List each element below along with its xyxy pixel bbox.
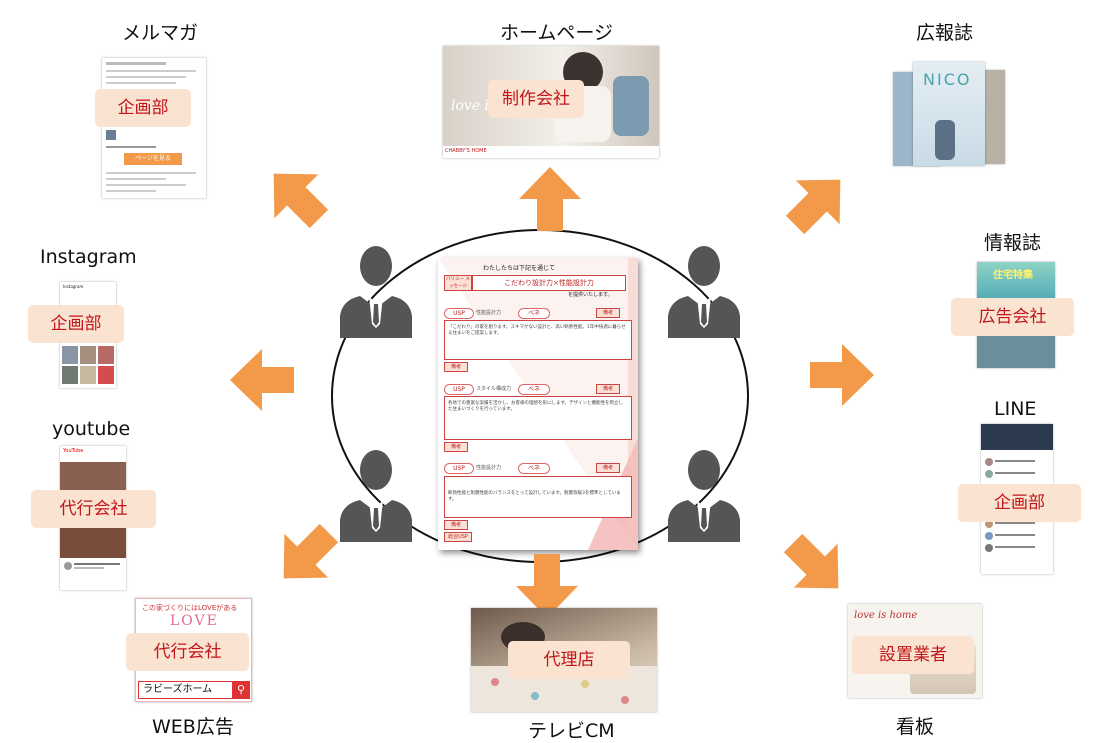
arrow-down-left-icon	[283, 523, 339, 579]
youtube-logo: YouTube	[63, 448, 84, 454]
section-body: 「こだわり」の家を創ります。スキマがない設計と、高い断熱性能。1年中快適に暮らせ…	[448, 325, 626, 336]
kohoshi-title: 広報誌	[916, 22, 974, 44]
usp-tag: USP	[444, 384, 474, 395]
section-box: 「こだわり」の家を創ります。スキマがない設計と、高い断熱性能。1年中快適に暮らせ…	[444, 320, 632, 360]
homepage-footer-logo: CHABBY'S HOME	[445, 148, 487, 154]
bene-tag: ベネ	[518, 463, 550, 474]
homepage-title: ホームページ	[500, 22, 614, 44]
tvcm-badge: 代理店	[508, 641, 630, 679]
mailmag-badge: 企画部	[95, 89, 191, 127]
webad-tagline: この家づくりにはLOVEがある	[142, 604, 238, 612]
webad-search-input: ラビーズホーム	[138, 681, 236, 699]
value-message-document: わたしたちは下記を通じて バリュー メッセージ こだわり設計力×性能設計力 を提…	[438, 258, 638, 550]
arrow-down-icon	[516, 554, 578, 618]
homepage-badge: 制作会社	[488, 80, 584, 118]
arrow-up-icon	[519, 167, 581, 231]
arrow-up-left-icon	[273, 173, 329, 229]
kanban-logo: love is home	[854, 610, 918, 621]
section-body: 各地での豊富な実績を活かし、お客様の理想を形にします。デザインと機能性を両立した…	[448, 401, 624, 412]
youtube-title: youtube	[52, 418, 131, 440]
note-tag: 備考	[444, 442, 468, 452]
person-icon	[668, 450, 740, 542]
mailmag-page-button: ページを見る	[124, 153, 182, 165]
usp-tag: USP	[444, 308, 474, 319]
bene-tag: ベネ	[518, 308, 550, 319]
note-tag: 備考	[444, 362, 468, 372]
arrow-right-icon	[810, 344, 874, 406]
doc-suffix: を提供いたします。	[568, 292, 613, 298]
section-body: 断熱性能と耐震性能のバランスをとって設計しています。耐震等級3を標準としています…	[448, 491, 621, 502]
section-name: 性能設計力	[476, 465, 502, 471]
arrow-down-right-icon	[783, 533, 839, 589]
mailmag-title: メルマガ	[122, 22, 199, 44]
section-name: スタイル構成力	[476, 386, 512, 392]
webad-love: LOVE	[170, 613, 219, 629]
arrow-up-right-icon	[785, 179, 841, 235]
johoshi-badge: 広告会社	[951, 298, 1074, 336]
person-icon	[340, 450, 412, 542]
doc-headline: こだわり設計力×性能設計力	[472, 275, 626, 291]
summary-usp-tag: 総合USP	[444, 532, 472, 542]
doc-intro: わたしたちは下記を通じて	[483, 265, 556, 272]
person-icon	[668, 246, 740, 338]
webad-title: WEB広告	[152, 716, 234, 738]
note-tag: 備考	[596, 384, 620, 394]
search-icon: ⚲	[232, 681, 250, 699]
mailmag-thumbnail: ページを見る	[102, 58, 206, 198]
note-tag: 備考	[596, 463, 620, 473]
johoshi-cover-title: 住宅特集	[993, 270, 1033, 281]
doc-label: バリュー メッセージ	[444, 275, 472, 291]
usp-tag: USP	[444, 463, 474, 474]
kohoshi-cover: NICO	[913, 62, 985, 166]
kanban-title: 看板	[896, 716, 935, 738]
arrow-left-icon	[230, 349, 294, 411]
kohoshi-cover-title: NICO	[923, 70, 972, 89]
kanban-badge: 設置業者	[852, 636, 974, 674]
tvcm-title: テレビCM	[528, 720, 615, 742]
webad-badge: 代行会社	[126, 633, 249, 671]
johoshi-title: 情報誌	[984, 232, 1042, 254]
youtube-badge: 代行会社	[31, 490, 156, 528]
section-name: 性能設計力	[476, 310, 502, 316]
note-tag: 備考	[596, 308, 620, 318]
line-title: LINE	[994, 398, 1037, 420]
note-tag: 備考	[444, 520, 468, 530]
bene-tag: ベネ	[518, 384, 550, 395]
instagram-title: Instagram	[40, 246, 137, 268]
line-badge: 企画部	[958, 484, 1081, 522]
instagram-logo: Instagram	[63, 284, 84, 289]
section-box: 各地での豊富な実績を活かし、お客様の理想を形にします。デザインと機能性を両立した…	[444, 396, 632, 440]
person-icon	[340, 246, 412, 338]
section-box: 断熱性能と耐震性能のバランスをとって設計しています。耐震等級3を標準としています…	[444, 476, 632, 518]
instagram-badge: 企画部	[28, 305, 124, 343]
